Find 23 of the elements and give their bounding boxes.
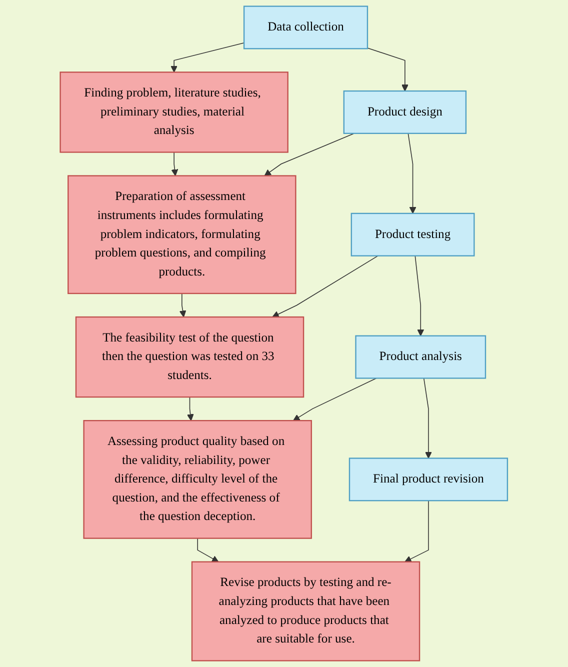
arrow	[264, 133, 355, 176]
node-box	[349, 458, 508, 502]
arrow	[367, 48, 408, 92]
arrow	[197, 538, 219, 562]
node-box	[192, 561, 420, 662]
node-box	[68, 175, 296, 294]
node-box	[355, 335, 486, 379]
node-box	[343, 90, 467, 134]
node-box	[350, 212, 475, 256]
arrow	[408, 133, 416, 214]
node-box	[244, 6, 368, 50]
arrow	[414, 255, 424, 336]
arrow	[293, 378, 377, 421]
arrow	[170, 42, 245, 72]
arrow	[179, 293, 186, 318]
arrow	[187, 396, 194, 421]
node-box	[60, 72, 289, 153]
arrow	[424, 378, 432, 459]
node-box	[76, 316, 304, 398]
arrow	[272, 255, 378, 318]
arrow	[404, 500, 429, 562]
node-box	[83, 420, 312, 539]
arrow	[171, 152, 178, 176]
